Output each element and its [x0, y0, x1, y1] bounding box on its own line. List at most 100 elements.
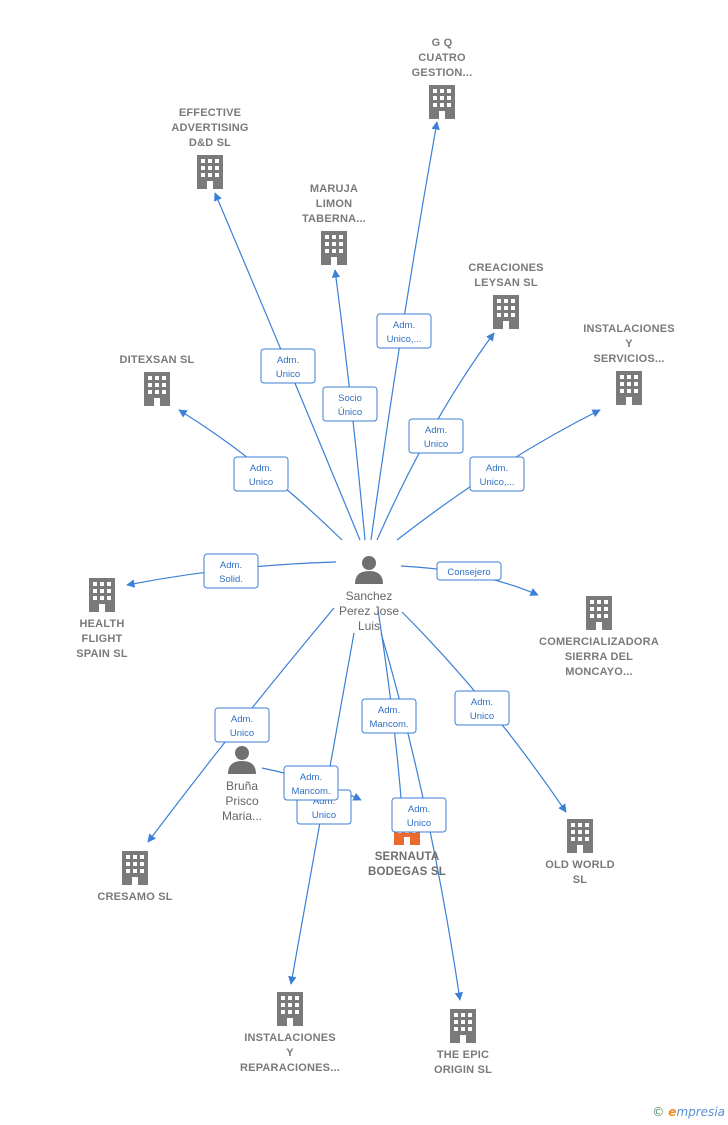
graph-nodes: G Q CUATRO GESTION... EFFECTIVEADVERTISINGD… [76, 37, 675, 1076]
company-label-line: MONCAYO... [565, 666, 633, 678]
company-label-line: LEYSAN SL [474, 277, 538, 289]
company-label-line: FLIGHT [82, 633, 123, 645]
company-node-health[interactable]: HEALTH FLIGHT SPAIN SL [76, 578, 128, 660]
relation-label-text: Unico,... [480, 477, 515, 488]
relation-label-sanchez-gq[interactable]: Adm. Unico,... [376, 313, 432, 349]
company-label-line: ADVERTISING [171, 122, 248, 134]
relation-label-sanchez-oldworld[interactable]: Adm. Unico [454, 690, 510, 726]
relation-label-text: Unico [230, 728, 254, 739]
company-label-line: HEALTH [80, 618, 125, 630]
building-icon [277, 992, 303, 1026]
relation-label-box [408, 418, 464, 454]
company-label-line: SPAIN SL [76, 648, 128, 660]
company-label-line: SERNAUTA [375, 851, 440, 863]
relation-label-bruna-sernauta[interactable]: Adm. Mancom. [283, 765, 339, 801]
relation-label-text: Unico [424, 439, 448, 450]
relation-label-text: Adm. [378, 705, 400, 716]
relation-label-text: Adm. [486, 463, 508, 474]
relation-label-text: Adm. [277, 355, 299, 366]
company-node-maruja[interactable]: MARUJALIMONTABERNA... [302, 183, 366, 265]
relation-label-box [203, 553, 259, 589]
relation-label-text: Adm. [471, 697, 493, 708]
relation-label-sanchez-ditexsan[interactable]: Adm. Unico [233, 456, 289, 492]
relation-label-text: Adm. [393, 320, 415, 331]
building-icon [197, 155, 223, 189]
relation-label-sanchez-instalaciones_serv[interactable]: Adm. Unico,... [469, 456, 525, 492]
building-icon [616, 371, 642, 405]
company-label-line: THE EPIC [437, 1049, 489, 1061]
relation-label-text: Adm. [250, 463, 272, 474]
relation-label-box [454, 690, 510, 726]
building-icon [89, 578, 115, 612]
person-icon [228, 746, 256, 774]
company-node-ditexsan[interactable]: DITEXSAN SL [120, 354, 195, 406]
relation-label-sanchez-creaciones[interactable]: Adm. Unico [408, 418, 464, 454]
company-node-instalaciones_serv[interactable]: INSTALACIONESYSERVICIOS... [583, 323, 675, 405]
relation-label-text: Unico [276, 369, 300, 380]
company-label-line: COMERCIALIZADORA [539, 636, 659, 648]
relation-label-sanchez-cresamo[interactable]: Adm. Unico [214, 707, 270, 743]
company-label-line: G Q [432, 37, 453, 49]
company-label-line: Y [286, 1047, 294, 1059]
company-node-sernauta[interactable]: SERNAUTA BODEGAS SL [368, 811, 446, 878]
relation-label-text: Adm. [231, 714, 253, 725]
company-label-line: CRESAMO SL [97, 891, 172, 903]
company-label-line: ORIGIN SL [434, 1064, 492, 1076]
relation-label-text: Unico [312, 810, 336, 821]
relation-label-box [361, 698, 417, 734]
company-label-line: BODEGAS SL [368, 866, 446, 878]
company-label-line: LIMON [316, 198, 352, 210]
person-label-line: Luis [358, 619, 380, 633]
relation-label-sanchez-epic[interactable]: Adm. Unico [391, 797, 447, 833]
relation-label-box [376, 313, 432, 349]
building-icon [429, 85, 455, 119]
brand-logo-letter: e [668, 1105, 677, 1119]
relation-label-box [283, 765, 339, 801]
relation-label-box [469, 456, 525, 492]
company-node-gq[interactable]: G Q CUATRO GESTION... [412, 37, 473, 119]
relation-label-text: Adm. [425, 425, 447, 436]
relation-label-text: Adm. [300, 772, 322, 783]
company-node-cresamo[interactable]: CRESAMO SL [97, 851, 173, 903]
relation-label-text: Mancom. [291, 786, 330, 797]
person-label-line: Prisco [225, 794, 259, 808]
company-node-instalaciones_rep[interactable]: INSTALACIONESYREPARACIONES... [240, 992, 340, 1074]
building-icon [450, 1009, 476, 1043]
relation-label-text: Mancom. [369, 719, 408, 730]
relation-label-text: Unico [470, 711, 494, 722]
relation-label-box [214, 707, 270, 743]
company-label-line: INSTALACIONES [583, 323, 675, 335]
person-label-line: Bruña [226, 779, 258, 793]
relation-label-sanchez-health[interactable]: Adm.Solid. [203, 553, 259, 589]
relation-label-box [436, 561, 502, 581]
company-label-line: GESTION... [412, 67, 473, 79]
relation-label-sanchez-comercializadora[interactable]: Consejero [436, 561, 502, 581]
brand-name: mpresia [676, 1105, 725, 1119]
person-node-bruna[interactable]: BruñaPriscoMaria... [222, 746, 262, 823]
relation-label-text: Adm. [408, 804, 430, 815]
company-node-epic[interactable]: THE EPIC ORIGIN SL [434, 1009, 492, 1076]
relation-labels: Adm.Unico,...Adm.UnicoSocioÚnicoAdm.Unic… [203, 313, 525, 833]
company-label-line: MARUJA [310, 183, 358, 195]
person-label-line: Perez Jose [339, 604, 399, 618]
relation-label-text: Único [338, 407, 362, 418]
company-label-line: Y [625, 338, 633, 350]
relation-label-text: Unico [249, 477, 273, 488]
brand-watermark: ©empresia [652, 1105, 725, 1119]
company-label-line: CUATRO [418, 52, 466, 64]
building-icon [567, 819, 593, 853]
building-icon [122, 851, 148, 885]
person-label-line: Sanchez [346, 589, 393, 603]
relation-label-sanchez-effective[interactable]: Adm. Unico [260, 348, 316, 384]
relation-label-text: Unico,... [387, 334, 422, 345]
relation-label-text: Unico [407, 818, 431, 829]
relation-label-sanchez-sernauta[interactable]: Adm. Mancom. [361, 698, 417, 734]
company-label-line: SL [573, 874, 588, 886]
